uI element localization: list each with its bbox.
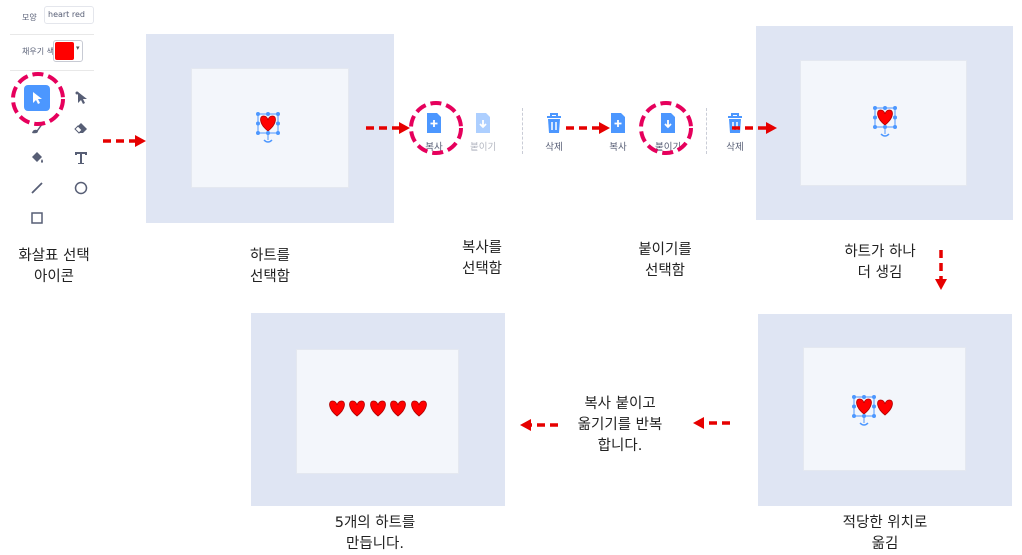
toolbar-divider — [10, 34, 94, 35]
shape-name-field[interactable]: heart red — [44, 6, 94, 24]
copy-icon — [427, 113, 441, 133]
caption-step4: 붙이기를 선택함 — [638, 242, 692, 279]
rectangle-tool-button[interactable] — [24, 205, 50, 231]
line-icon — [31, 182, 43, 194]
paste-icon — [661, 113, 676, 133]
copy-label: 복사 — [609, 142, 627, 153]
trash-icon — [547, 113, 561, 133]
highlight-circle-paste — [639, 101, 693, 155]
fill-color-picker[interactable]: ▾ — [53, 40, 83, 62]
circle-icon — [74, 181, 88, 195]
line-tool-button[interactable] — [24, 175, 50, 201]
shape-name-value: heart red — [48, 10, 85, 19]
text-icon — [75, 152, 87, 164]
copy-label: 복사 — [425, 142, 443, 153]
paste-button-1[interactable]: 붙이기 — [470, 112, 496, 153]
fill-tool-button[interactable] — [24, 145, 50, 171]
delete-button-1[interactable]: 삭제 — [544, 112, 564, 153]
reshape-icon — [75, 91, 87, 104]
copy-button-1[interactable]: 복사 — [425, 112, 443, 153]
copy-button-2[interactable]: 복사 — [609, 112, 627, 153]
paste-button-2[interactable]: 붙이기 — [655, 112, 681, 153]
reshape-tool-button[interactable] — [68, 85, 94, 111]
caption-step7: 복사 붙이고 옮기기를 반복 합니다. — [577, 396, 663, 454]
heart-3 — [370, 400, 386, 417]
shape-label: 모양 — [22, 13, 37, 22]
canvas-panel-heart-duplicated — [756, 26, 1013, 220]
paste-label: 붙이기 — [655, 142, 682, 153]
caption-step6: 적당한 위치로 옮김 — [842, 515, 928, 552]
caption-step8: 5개의 하트를 만듭니다. — [334, 515, 416, 552]
eraser-icon — [74, 123, 87, 134]
heart-1 — [329, 400, 345, 417]
heart-selected-2 — [873, 106, 897, 136]
fill-bucket-icon — [32, 152, 43, 163]
circle-tool-button[interactable] — [68, 175, 94, 201]
toolbar-divider-2 — [10, 70, 94, 71]
caption-step3: 복사를 선택함 — [461, 240, 503, 277]
fill-color-swatch — [55, 42, 74, 60]
chevron-down-icon: ▾ — [76, 44, 80, 52]
select-tool-button[interactable] — [24, 85, 50, 111]
rectangle-icon — [31, 212, 43, 224]
caption-step5: 하트가 하나 더 생김 — [844, 244, 916, 281]
delete-label: 삭제 — [726, 142, 744, 153]
heart-selected-1 — [256, 112, 280, 142]
button-divider — [706, 108, 707, 154]
fill-label: 채우기 색 — [22, 47, 54, 56]
paste-icon — [476, 113, 491, 133]
highlight-circle-select-tool — [11, 72, 65, 126]
heart-2 — [349, 400, 365, 417]
heart-moved-original — [877, 399, 893, 416]
eraser-tool-button[interactable] — [68, 115, 94, 141]
highlight-circle-copy — [409, 101, 463, 155]
caption-step2: 하트를 선택함 — [249, 248, 291, 285]
button-divider — [522, 108, 523, 154]
select-arrow-icon — [33, 92, 42, 104]
heart-5 — [411, 400, 427, 417]
text-tool-button[interactable] — [68, 145, 94, 171]
paint-toolbar: 모양 heart red 채우기 색 ▾ — [0, 0, 100, 235]
caption-step1: 화살표 선택 아이콘 — [18, 248, 90, 285]
heart-selected-3 — [852, 395, 876, 425]
paste-label: 붙이기 — [470, 142, 497, 153]
copy-icon — [611, 113, 625, 133]
heart-4 — [390, 400, 406, 417]
canvas-area — [803, 347, 966, 471]
delete-label: 삭제 — [545, 142, 563, 153]
